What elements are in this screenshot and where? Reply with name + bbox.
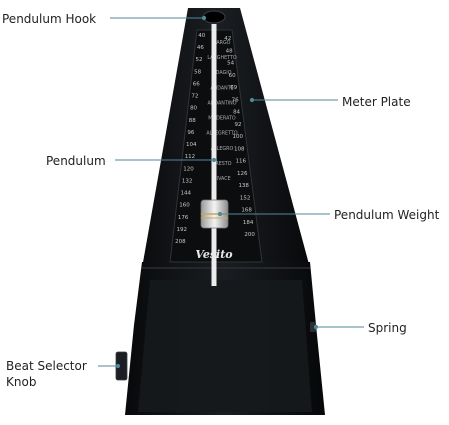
- label-spring: Spring: [368, 321, 407, 335]
- tempo-mark: ALLEGRO: [211, 146, 234, 152]
- label-beat-selector-line1: Beat Selector: [6, 359, 87, 373]
- scale-left-value: 176: [178, 215, 189, 221]
- scale-right-value: 100: [233, 134, 244, 140]
- scale-right-value: 48: [226, 48, 233, 54]
- scale-right-value: 42: [224, 36, 231, 42]
- tempo-mark: ADAGIO: [213, 70, 232, 76]
- pendulum-rod: [211, 24, 217, 286]
- scale-right-value: 76: [232, 97, 239, 103]
- scale-right-value: 60: [229, 73, 236, 79]
- scale-right-value: 152: [240, 195, 251, 201]
- scale-left-value: 66: [193, 81, 200, 87]
- scale-left-value: 46: [197, 45, 204, 51]
- spring-winder: [310, 322, 316, 332]
- scale-right-value: 92: [235, 122, 242, 128]
- scale-left-value: 120: [183, 166, 194, 172]
- label-pendulum: Pendulum: [46, 154, 106, 168]
- label-pendulum-weight: Pendulum Weight: [334, 208, 440, 222]
- tempo-mark: ANDANTE: [210, 85, 233, 91]
- tempo-mark: ALLEGRETTO: [206, 131, 238, 137]
- label-pendulum-hook: Pendulum Hook: [2, 12, 97, 26]
- meter-scale-right: 42 48 54 60 69 76 84 92 100 108 116 126 138 152 168 184…: [224, 36, 255, 238]
- label-beat-selector: Beat Selector Knob: [6, 358, 87, 390]
- scale-right-value: 138: [238, 183, 249, 189]
- scale-left-value: 144: [181, 191, 192, 197]
- scale-right-value: 108: [234, 146, 245, 152]
- tempo-mark: PRESTO: [212, 161, 231, 167]
- tempo-marks: LARGO LARGHETTO ADAGIO ANDANTE ANDANTINO MODE…: [206, 40, 238, 182]
- label-meter-plate: Meter Plate: [342, 95, 411, 109]
- tempo-mark: VIVACE: [213, 176, 230, 182]
- scale-left-value: 208: [175, 239, 186, 245]
- base-front-facet: [138, 280, 312, 412]
- scale-left-value: 104: [186, 142, 197, 148]
- tempo-mark: ANDANTINO: [207, 100, 236, 106]
- scale-left-value: 80: [190, 106, 197, 112]
- scale-left-value: 132: [182, 178, 193, 184]
- scale-right-value: 116: [235, 159, 246, 165]
- scale-left-value: 112: [185, 154, 196, 160]
- scale-left-value: 96: [187, 130, 194, 136]
- scale-right-value: 84: [233, 110, 240, 116]
- scale-right-value: 69: [230, 85, 237, 91]
- tempo-mark: MODERATO: [208, 116, 236, 122]
- scale-left-value: 58: [194, 69, 201, 75]
- scale-left-value: 160: [179, 203, 190, 209]
- tempo-mark: LARGO: [214, 40, 231, 46]
- meter-scale-left: 40 46 52 58 66 72 80 88 96 104 112 120 132 144 160 176 1…: [175, 33, 206, 245]
- brand-logo: Vesito: [195, 248, 232, 261]
- scale-right-value: 126: [237, 171, 248, 177]
- scale-left-value: 88: [189, 118, 196, 124]
- scale-left-value: 72: [191, 94, 198, 100]
- scale-right-value: 54: [227, 61, 234, 67]
- scale-left-value: 192: [176, 227, 187, 233]
- scale-right-value: 168: [241, 208, 252, 214]
- scale-right-value: 200: [244, 232, 255, 238]
- label-beat-selector-line2: Knob: [6, 375, 37, 389]
- pendulum-hook: [202, 10, 226, 24]
- scale-left-value: 40: [198, 33, 205, 39]
- scale-left-value: 52: [195, 57, 202, 63]
- scale-right-value: 184: [243, 220, 254, 226]
- tempo-mark: LARGHETTO: [207, 55, 237, 61]
